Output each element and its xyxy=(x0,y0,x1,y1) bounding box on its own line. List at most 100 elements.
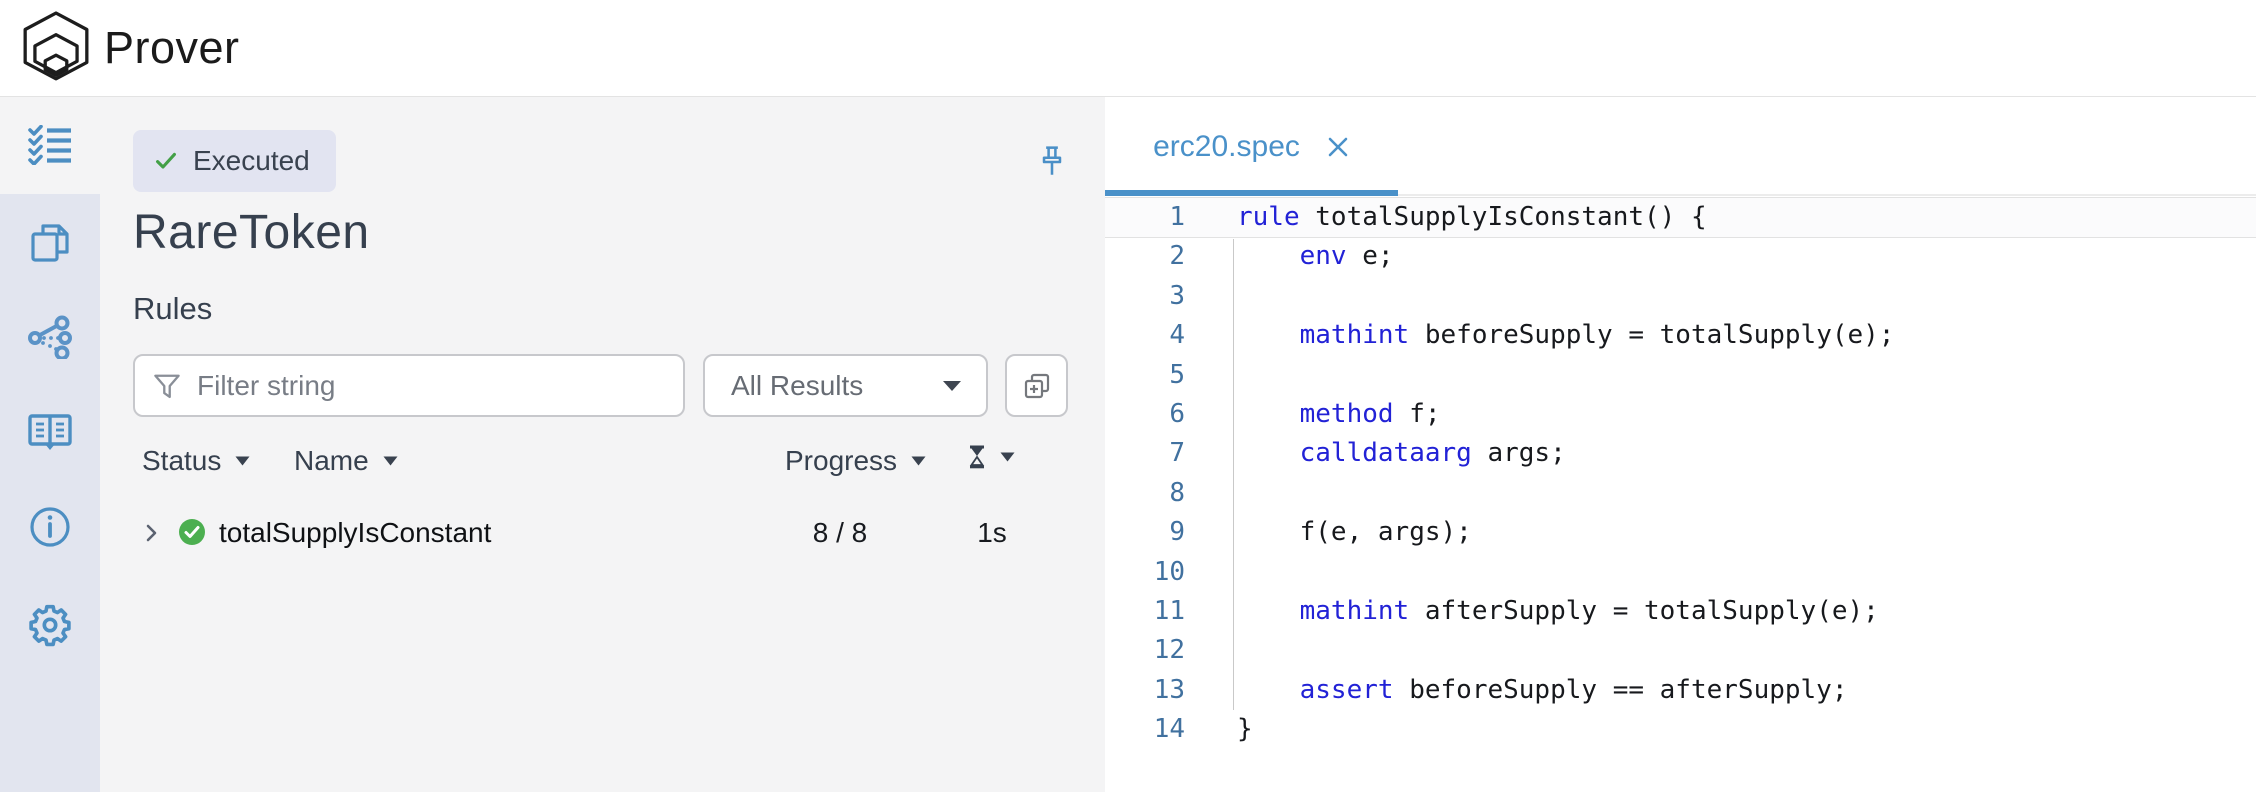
results-filter-value: All Results xyxy=(731,369,864,401)
column-header-name[interactable]: Name xyxy=(294,445,398,477)
column-label: Status xyxy=(142,445,222,476)
section-title: Rules xyxy=(133,291,213,326)
sidebar-item-files[interactable] xyxy=(0,198,100,288)
column-label: Progress xyxy=(785,445,898,476)
brand-logo: Prover xyxy=(22,11,240,85)
line-number: 10 xyxy=(1153,556,1185,587)
keyword-token: mathint xyxy=(1299,320,1410,351)
sort-caret-icon xyxy=(235,456,250,466)
sidebar-active-indicator xyxy=(0,97,100,194)
line-number: 11 xyxy=(1153,595,1185,626)
duplicate-run-button[interactable] xyxy=(1005,354,1068,417)
rule-row-totalSupplyIsConstant[interactable]: totalSupplyIsConstant 8 / 8 1s xyxy=(100,509,1105,559)
keyword-token: rule xyxy=(1237,202,1300,232)
copy-plus-icon xyxy=(1021,370,1053,402)
fanout-graph-icon xyxy=(27,315,73,359)
current-line-highlight xyxy=(1105,197,2256,238)
sort-caret-icon xyxy=(383,456,398,466)
code-line[interactable]: 11 mathint afterSupply = totalSupply(e); xyxy=(1105,592,2256,631)
rules-table-header: Status Name Progress xyxy=(100,445,1105,487)
check-circle-green-icon xyxy=(178,518,206,546)
line-text: mathint afterSupply = totalSupply(e); xyxy=(1299,595,1879,626)
line-number: 13 xyxy=(1153,674,1185,705)
pin-panel-button[interactable] xyxy=(1028,138,1076,186)
line-number: 5 xyxy=(1169,359,1185,390)
active-tab-underline xyxy=(1105,190,1398,196)
info-icon xyxy=(28,505,72,549)
keyword-token: env xyxy=(1299,241,1347,272)
code-line[interactable]: 14} xyxy=(1105,710,2256,749)
sidebar-item-info[interactable] xyxy=(0,482,100,572)
top-header: Prover xyxy=(0,0,2256,97)
caret-down-icon xyxy=(942,380,962,392)
line-number: 3 xyxy=(1169,280,1185,311)
line-number: 1 xyxy=(1169,202,1185,232)
sort-caret-icon xyxy=(1000,452,1015,462)
code-line[interactable]: 3 xyxy=(1105,277,2256,316)
status-badge-label: Executed xyxy=(193,145,310,176)
code-line[interactable]: 6 method f; xyxy=(1105,395,2256,434)
status-badge: Executed xyxy=(133,130,336,192)
line-number: 12 xyxy=(1153,635,1185,666)
results-filter-dropdown[interactable]: All Results xyxy=(703,354,988,417)
tab-label: erc20.spec xyxy=(1153,129,1300,163)
close-icon[interactable] xyxy=(1326,135,1350,159)
sidebar-item-settings[interactable] xyxy=(0,580,100,670)
line-text: calldataarg args; xyxy=(1299,438,1566,469)
code-line[interactable]: 7 calldataarg args; xyxy=(1105,434,2256,473)
code-line[interactable]: 13 assert beforeSupply == afterSupply; xyxy=(1105,671,2256,710)
rule-progress: 8 / 8 xyxy=(812,517,868,548)
chevron-right-icon[interactable] xyxy=(144,521,159,545)
sidebar-item-graph[interactable] xyxy=(0,292,100,382)
checklist-icon xyxy=(28,125,72,165)
column-header-status[interactable]: Status xyxy=(142,445,250,477)
keyword-token: method xyxy=(1299,398,1394,429)
open-book-icon xyxy=(27,412,73,452)
copy-files-icon xyxy=(29,221,71,265)
brand-name: Prover xyxy=(104,22,240,73)
line-number: 7 xyxy=(1169,438,1185,469)
sidebar-item-docs[interactable] xyxy=(0,387,100,477)
line-text: method f; xyxy=(1299,398,1441,429)
page-title: RareToken xyxy=(133,206,370,259)
filter-input[interactable] xyxy=(133,354,685,417)
rule-name: totalSupplyIsConstant xyxy=(219,517,492,548)
check-icon xyxy=(155,152,177,170)
column-label: Name xyxy=(294,445,369,476)
keyword-token: calldataarg xyxy=(1299,438,1472,469)
line-number: 4 xyxy=(1169,320,1185,351)
line-text: mathint beforeSupply = totalSupply(e); xyxy=(1299,320,1895,351)
line-number: 8 xyxy=(1169,477,1185,508)
sidebar-item-checklist[interactable] xyxy=(0,100,100,190)
tab-erc20-spec[interactable]: erc20.spec xyxy=(1105,97,1398,196)
line-number: 2 xyxy=(1169,241,1185,272)
line-text: env e; xyxy=(1299,241,1394,272)
line-text: f(e, args); xyxy=(1299,517,1472,548)
code-line[interactable]: 4 mathint beforeSupply = totalSupply(e); xyxy=(1105,316,2256,355)
editor-tab-bar: erc20.spec xyxy=(1105,97,2256,196)
keyword-token: assert xyxy=(1299,674,1394,705)
rule-duration: 1s xyxy=(977,517,1007,548)
column-header-progress[interactable]: Progress xyxy=(785,445,926,477)
code-line[interactable]: 2 env e; xyxy=(1105,237,2256,276)
indent-guide-line xyxy=(1233,239,1234,710)
code-line[interactable]: 5 xyxy=(1105,356,2256,395)
column-header-duration[interactable] xyxy=(968,445,1015,469)
code-line[interactable]: 10 xyxy=(1105,553,2256,592)
code-line[interactable]: 12 xyxy=(1105,631,2256,670)
line-text: assert beforeSupply == afterSupply; xyxy=(1299,674,1848,705)
gear-icon xyxy=(28,603,72,647)
code-line[interactable]: 8 xyxy=(1105,474,2256,513)
nested-hexagon-logo-icon xyxy=(22,11,90,85)
sort-caret-icon xyxy=(911,456,926,466)
hourglass-icon xyxy=(968,445,986,469)
code-line[interactable]: 9 f(e, args); xyxy=(1105,513,2256,552)
run-panel: Executed RareToken Rules All Results xyxy=(100,97,1105,792)
line-number: 9 xyxy=(1169,517,1185,548)
line-text: } xyxy=(1237,714,1253,745)
line-number: 14 xyxy=(1153,714,1185,745)
